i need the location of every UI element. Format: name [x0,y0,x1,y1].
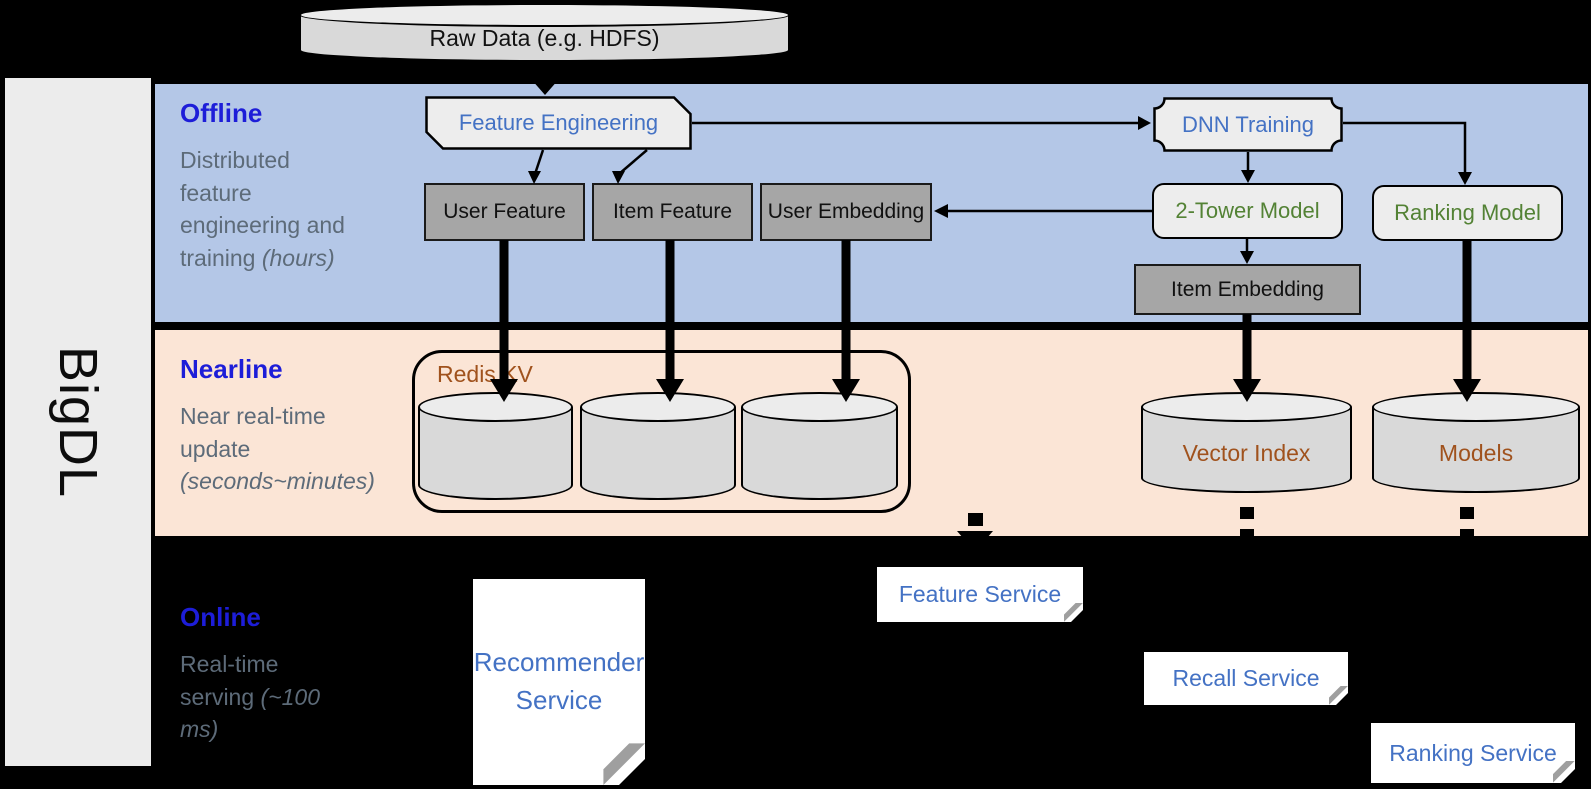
recommender-service-node: Recommender Service [473,579,645,785]
online-desc-text: Real-time serving [180,651,279,710]
feature-service-node: Feature Service [877,567,1083,622]
ranking-model-node: Ranking Model [1372,185,1563,241]
offline-desc-text: Distributed feature engineering and trai… [180,147,345,271]
cylinder-top [418,392,573,422]
cylinder-top [1372,392,1580,422]
nearline-title: Nearline [180,354,283,384]
page-fold-icon [1329,686,1348,705]
item-embedding-node: Item Embedding [1134,264,1361,315]
feature-service-label: Feature Service [898,581,1062,607]
online-title: Online [180,602,261,632]
models-store: Models [1372,392,1580,493]
feature-engineering-label: Feature Engineering [458,110,659,135]
nearline-desc-note: (seconds~minutes) [180,468,375,495]
cylinder-body [741,407,898,500]
bigdl-sidebar: BigDL [5,78,151,766]
vector-index-label: Vector Index [1182,440,1311,466]
cylinder-body [418,407,573,500]
recommender-service-label: Recommender Service [473,647,645,715]
user-feature-node: User Feature [424,183,585,241]
offline-title: Offline [180,98,263,128]
cylinder-top [580,392,736,422]
dnn-training-label: DNN Training [1181,111,1315,137]
feature-engineering-node: Feature Engineering [425,96,692,150]
nearline-desc-text: Near real-time update [180,403,326,462]
models-label: Models [1438,440,1514,466]
recall-service-label: Recall Service [1172,665,1320,691]
cylinder-body [580,407,736,500]
redis-cylinder-1 [418,392,573,500]
user-embedding-node: User Embedding [760,183,932,241]
nearline-desc: Near real-time update (seconds~minutes) [180,400,375,498]
vector-index-store: Vector Index [1141,392,1352,493]
online-desc-note: (~100 ms) [180,683,321,743]
online-desc: Real-time serving (~100 ms) [180,648,338,746]
bigdl-logo-text: BigDL [48,345,109,499]
raw-data-store: Raw Data (e.g. HDFS) [299,3,790,62]
redis-cylinder-2 [580,392,736,500]
ranking-service-label: Ranking Service [1389,739,1557,766]
snip-corner-shape [425,96,692,150]
redis-cylinder-3 [741,392,898,500]
recall-service-node: Recall Service [1144,652,1348,705]
dnn-training-node: DNN Training [1153,97,1343,152]
offline-desc: Distributed feature engineering and trai… [180,144,358,275]
raw-data-label: Raw Data (e.g. HDFS) [429,25,660,51]
page-fold-icon [603,743,645,785]
plaque-shape [1153,97,1343,152]
cylinder-top [299,3,790,27]
cylinder-top [1141,392,1352,422]
cylinder-top [741,392,898,422]
two-tower-model-node: 2-Tower Model [1152,183,1343,239]
redis-kv-label: Redis KV [437,361,533,387]
offline-desc-note: (hours) [261,244,335,271]
page-fold-icon [1064,603,1083,622]
ranking-service-node: Ranking Service [1371,723,1575,783]
item-feature-node: Item Feature [592,183,753,241]
